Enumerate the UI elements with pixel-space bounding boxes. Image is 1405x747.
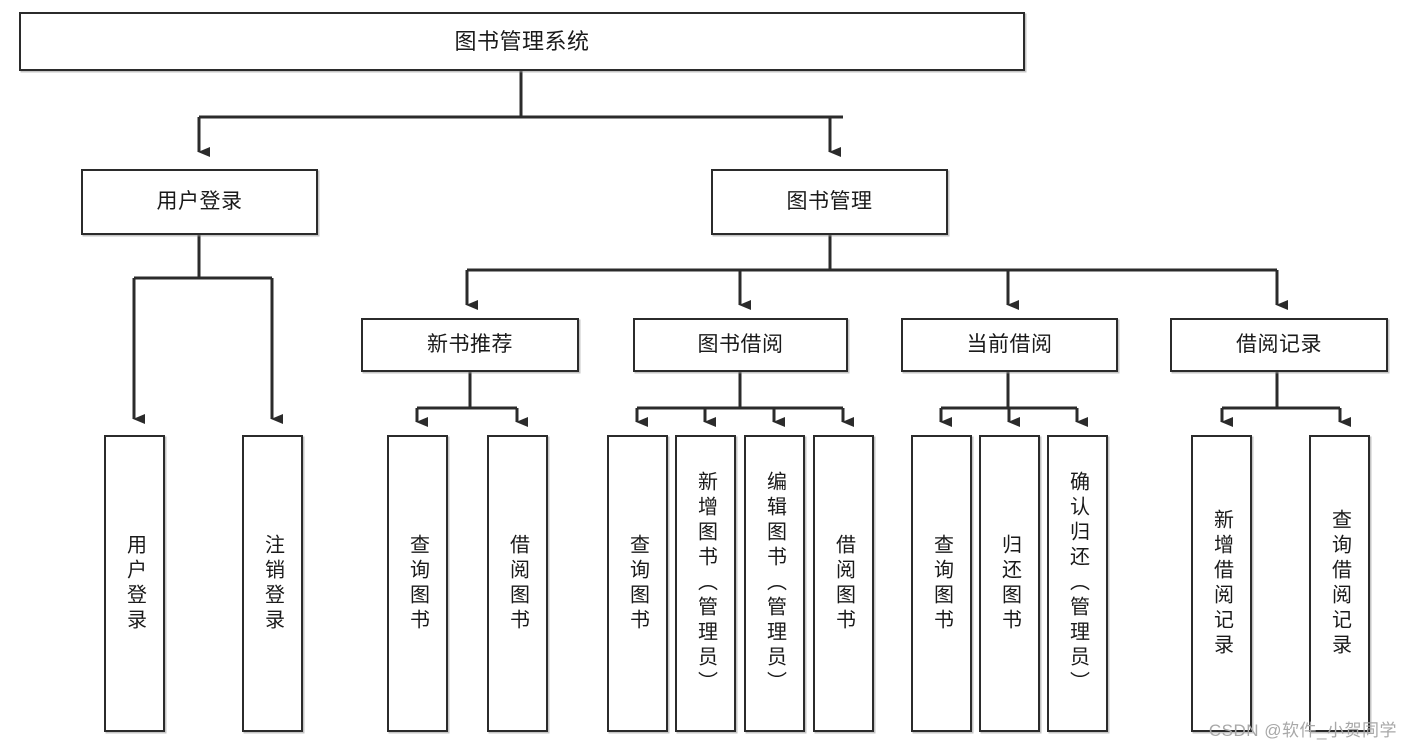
node-leaf-add-book-admin-label: 新增图书（管理员） <box>694 471 717 696</box>
node-borrow-label: 图书借阅 <box>697 333 784 357</box>
node-current[interactable]: 当前借阅 <box>901 318 1118 372</box>
node-leaf-borrow-book-borrow[interactable]: 借阅图书 <box>813 435 874 732</box>
node-root[interactable]: 图书管理系统 <box>19 12 1025 71</box>
node-leaf-query-book-borrow[interactable]: 查询图书 <box>607 435 668 732</box>
node-leaf-borrow-book-newbook[interactable]: 借阅图书 <box>487 435 548 732</box>
node-leaf-borrow-book-borrow-label: 借阅图书 <box>832 533 855 634</box>
node-leaf-user-login-label: 用户登录 <box>123 533 146 634</box>
node-leaf-query-borrow-record-label: 查询借阅记录 <box>1328 508 1351 659</box>
node-leaf-add-borrow-record[interactable]: 新增借阅记录 <box>1191 435 1252 732</box>
node-bookmgmt[interactable]: 图书管理 <box>711 169 948 235</box>
node-newbook-label: 新书推荐 <box>427 333 513 357</box>
watermark-text: CSDN @软件_小贺同学 <box>1208 721 1397 740</box>
node-leaf-query-book-newbook[interactable]: 查询图书 <box>387 435 448 732</box>
node-bookmgmt-label: 图书管理 <box>786 190 873 214</box>
node-leaf-query-book-borrow-label: 查询图书 <box>626 533 649 634</box>
node-leaf-logout[interactable]: 注销登录 <box>242 435 303 732</box>
node-leaf-logout-label: 注销登录 <box>261 533 284 634</box>
node-records-label: 借阅记录 <box>1236 333 1322 357</box>
node-newbook[interactable]: 新书推荐 <box>361 318 579 372</box>
node-leaf-return-book-label: 归还图书 <box>998 533 1021 634</box>
node-leaf-user-login[interactable]: 用户登录 <box>104 435 165 732</box>
node-login[interactable]: 用户登录 <box>81 169 318 235</box>
node-leaf-query-borrow-record[interactable]: 查询借阅记录 <box>1309 435 1370 732</box>
node-leaf-edit-book-admin-label: 编辑图书（管理员） <box>763 471 786 696</box>
node-leaf-query-book-current[interactable]: 查询图书 <box>911 435 972 732</box>
node-leaf-add-book-admin[interactable]: 新增图书（管理员） <box>675 435 736 732</box>
node-borrow[interactable]: 图书借阅 <box>633 318 848 372</box>
node-leaf-add-borrow-record-label: 新增借阅记录 <box>1210 508 1233 659</box>
node-leaf-borrow-book-newbook-label: 借阅图书 <box>506 533 529 634</box>
node-leaf-edit-book-admin[interactable]: 编辑图书（管理员） <box>744 435 805 732</box>
node-leaf-query-book-newbook-label: 查询图书 <box>406 533 429 634</box>
node-login-label: 用户登录 <box>156 190 243 214</box>
node-records[interactable]: 借阅记录 <box>1170 318 1388 372</box>
node-root-label: 图书管理系统 <box>454 28 590 54</box>
node-current-label: 当前借阅 <box>966 333 1053 357</box>
node-leaf-query-book-current-label: 查询图书 <box>930 533 953 634</box>
node-leaf-return-book[interactable]: 归还图书 <box>979 435 1040 732</box>
node-leaf-confirm-return-admin-label: 确认归还（管理员） <box>1066 471 1089 696</box>
node-leaf-confirm-return-admin[interactable]: 确认归还（管理员） <box>1047 435 1108 732</box>
